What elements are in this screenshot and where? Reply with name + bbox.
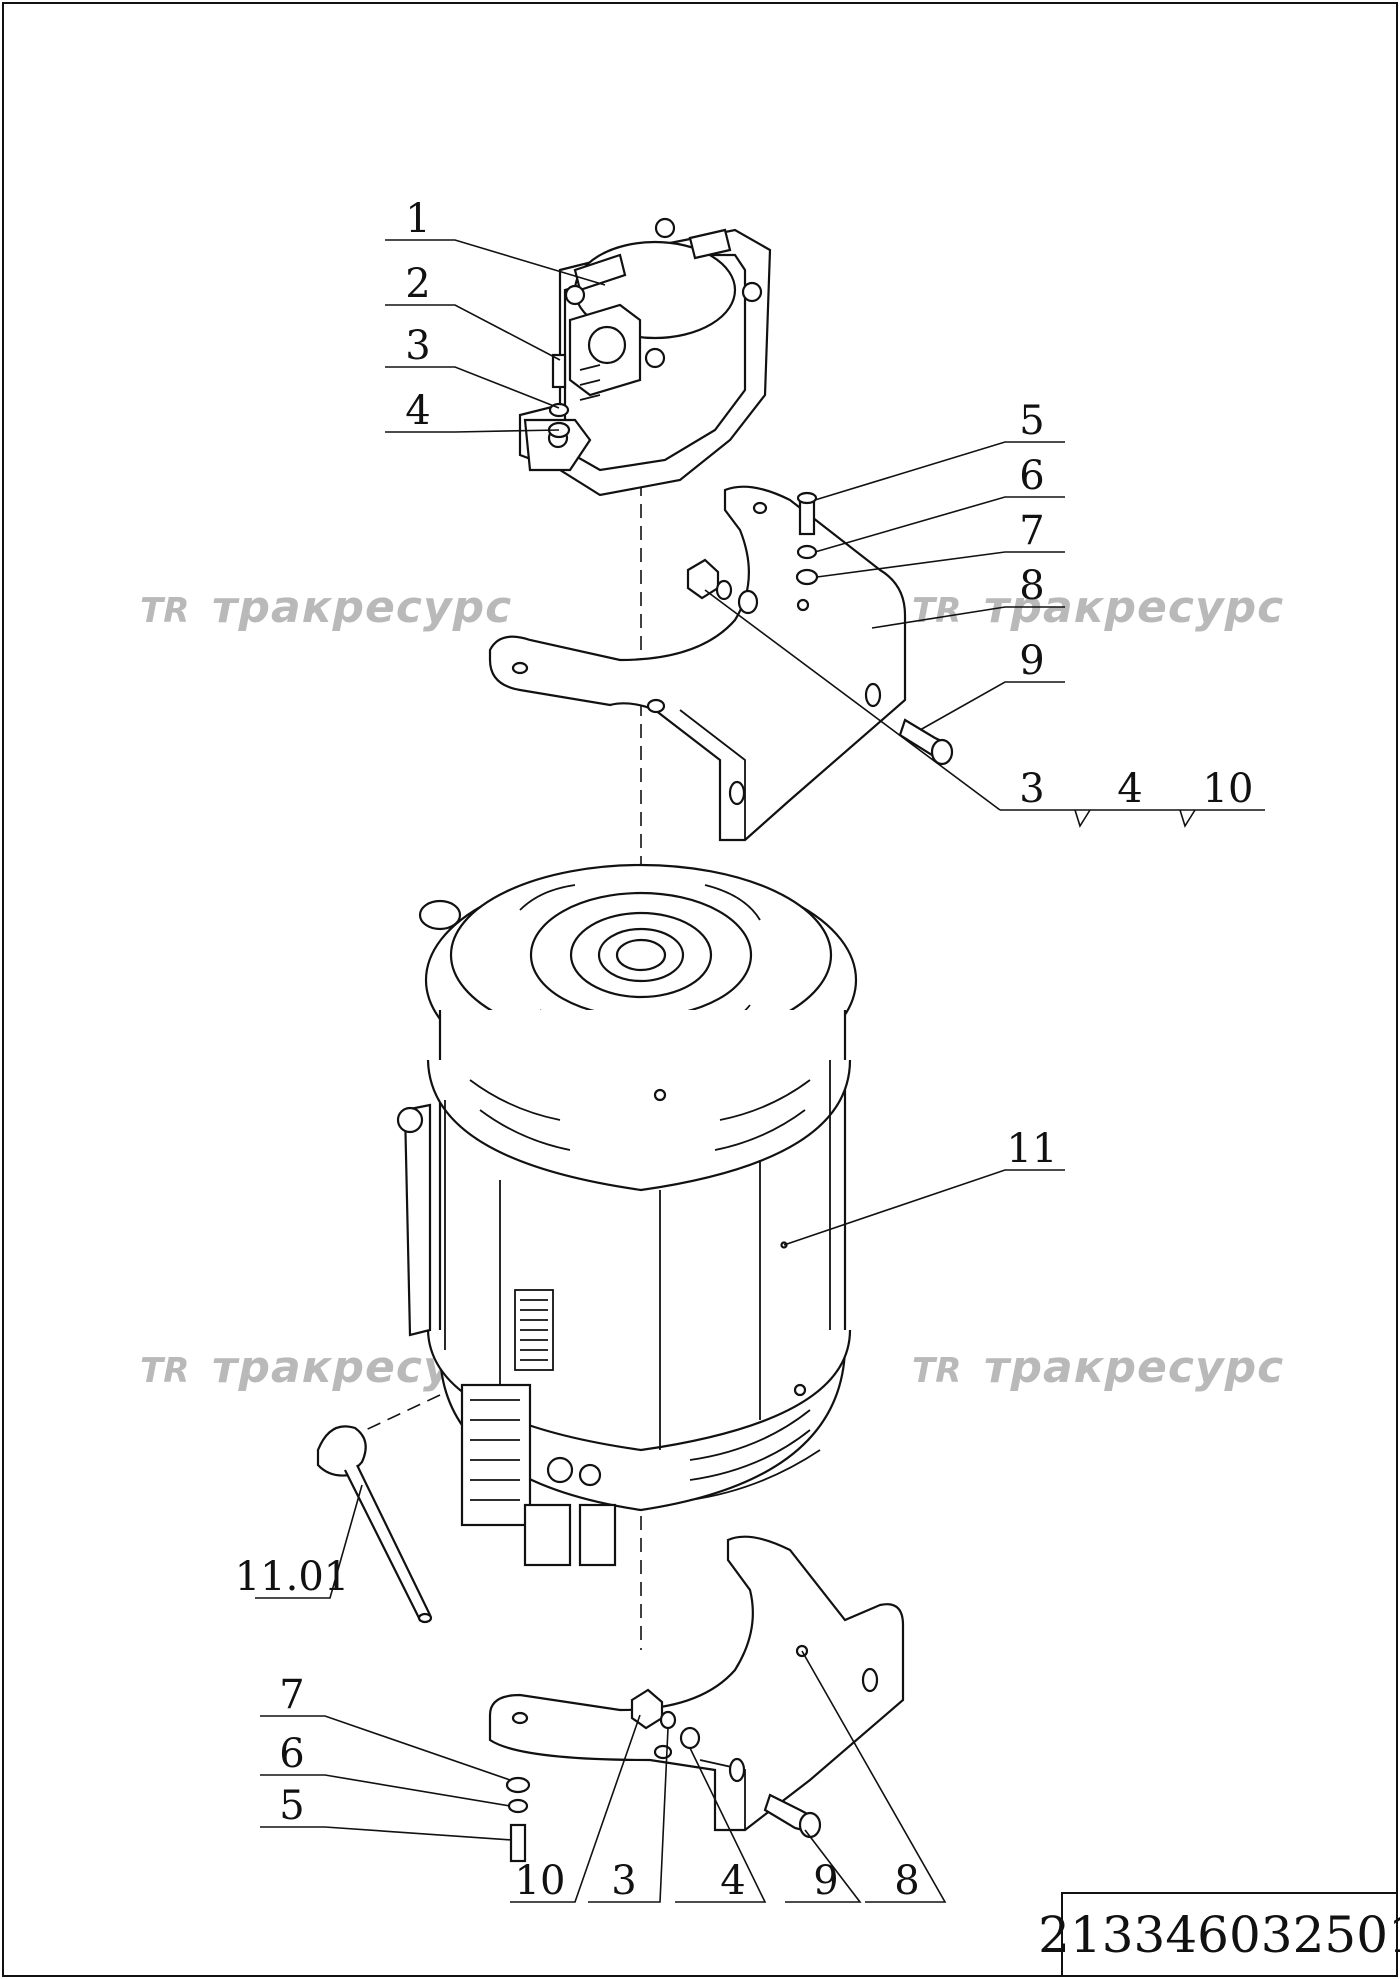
leader-lines — [255, 239, 1265, 1903]
watermark-text: тракресурс — [212, 582, 512, 633]
callout-bottom-9: 9 — [813, 1858, 838, 1904]
callout-11: 11 — [1007, 1126, 1058, 1172]
callout-8: 8 — [1019, 563, 1044, 609]
electric-motor — [396, 863, 858, 1567]
drawing-number: 213346032501 — [1038, 1906, 1400, 1964]
callout-group-10: 10 — [1203, 766, 1254, 812]
upper-bracket — [488, 485, 907, 842]
watermark-logo: TR — [912, 1351, 961, 1391]
callout-group-3: 3 — [1019, 766, 1044, 812]
callout-group-4: 4 — [1117, 766, 1142, 812]
lower-bolt — [763, 1793, 822, 1839]
callout-bottom-3: 3 — [611, 1858, 636, 1904]
upper-nut-set — [686, 558, 759, 615]
callout-7: 7 — [1019, 508, 1044, 554]
watermark-top-right: TR тракресурс — [912, 582, 1283, 633]
title-block: 213346032501 — [1038, 1892, 1400, 1977]
callout-11-01: 11.01 — [235, 1554, 350, 1600]
callout-bottom-4: 4 — [720, 1858, 745, 1904]
callout-9: 9 — [1019, 638, 1044, 684]
watermark-text: тракресурс — [984, 1342, 1284, 1393]
watermark-top-left: TR тракресурс — [140, 582, 512, 633]
callout-bottom-6: 6 — [279, 1731, 304, 1777]
lower-left-fasteners — [505, 1776, 531, 1863]
callout-2: 2 — [405, 261, 430, 307]
watermark-logo: TR — [140, 1351, 189, 1391]
sensor-housing — [518, 217, 772, 497]
watermark-mid-right: TR тракресурс — [912, 1342, 1284, 1393]
speed-sensor-probe — [316, 1425, 433, 1624]
callout-4: 4 — [405, 388, 430, 434]
callout-bottom-10: 10 — [515, 1858, 566, 1904]
callout-bottom-7: 7 — [279, 1672, 304, 1718]
callout-labels: 1 2 3 4 5 6 7 8 9 3 4 10 11 11.01 7 6 5 … — [235, 196, 1254, 1904]
watermark-logo: TR — [912, 591, 961, 631]
callout-1: 1 — [405, 196, 430, 242]
watermark-logo: TR — [140, 591, 189, 631]
callout-3: 3 — [405, 323, 430, 369]
callout-5: 5 — [1019, 398, 1044, 444]
callout-6: 6 — [1019, 453, 1044, 499]
callout-bottom-8: 8 — [894, 1858, 919, 1904]
callout-bottom-5: 5 — [279, 1783, 304, 1829]
lower-bracket — [488, 1535, 905, 1832]
upper-right-fasteners — [795, 491, 819, 586]
sensor-axis — [354, 1394, 441, 1436]
